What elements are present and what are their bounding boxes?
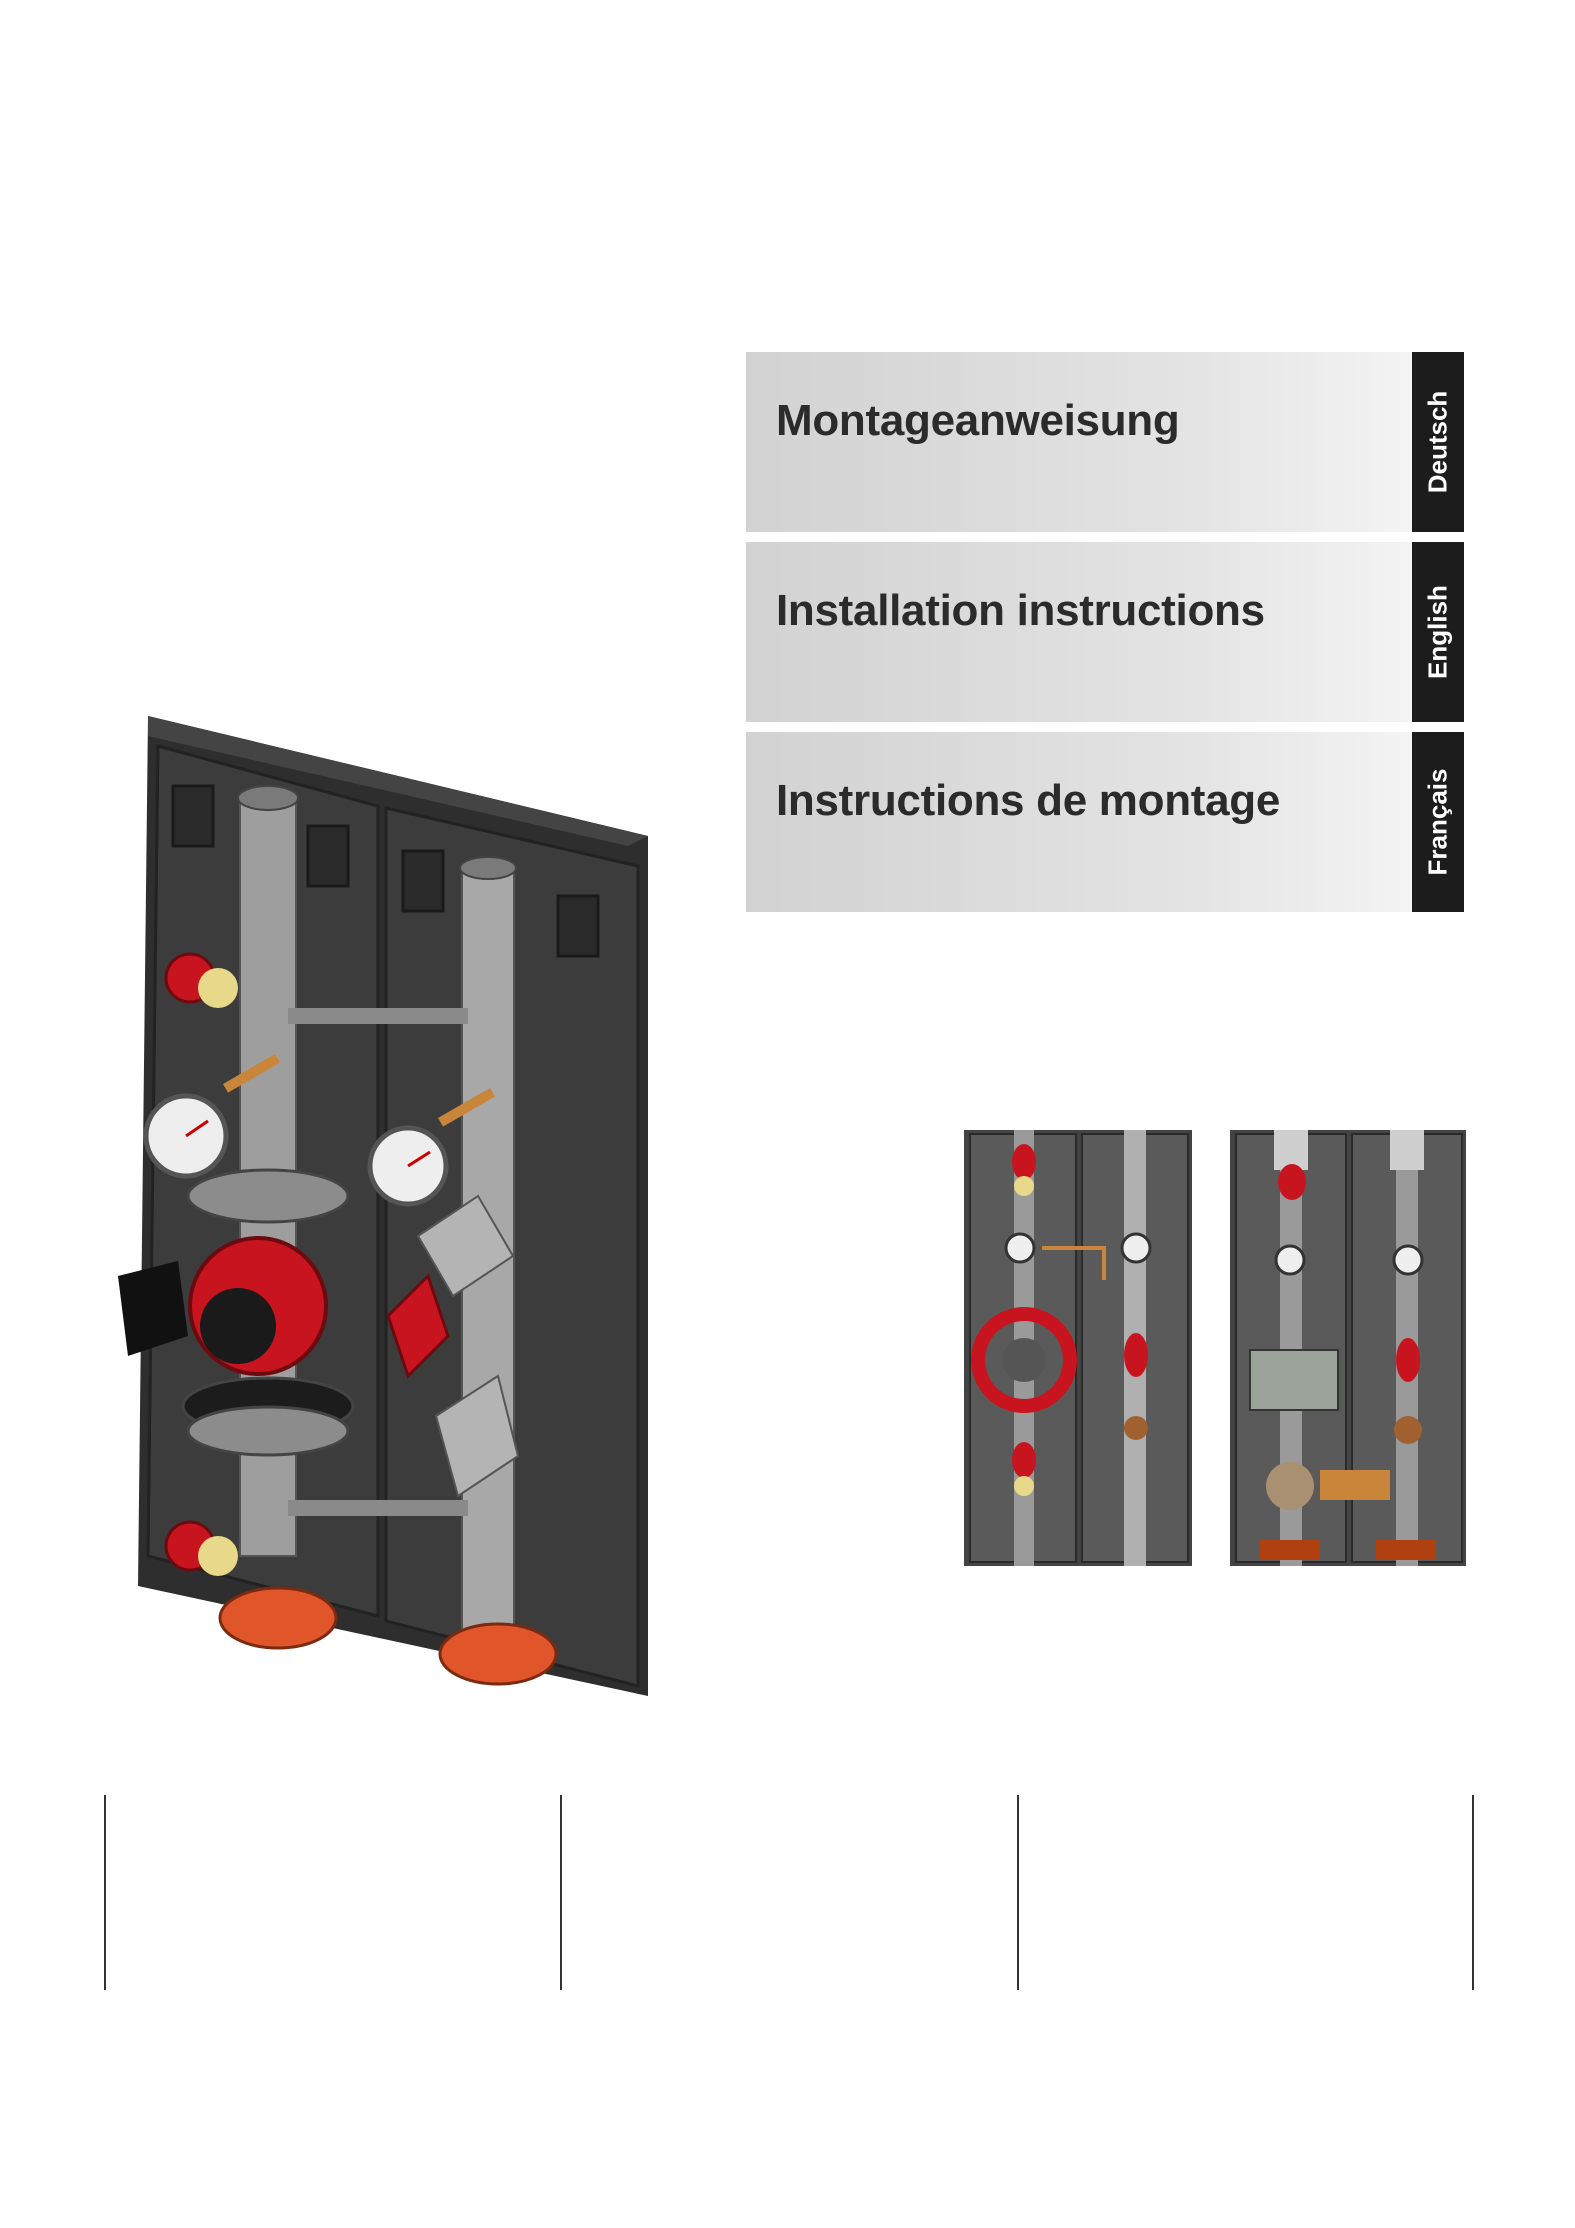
divider-line xyxy=(560,1795,562,1990)
tab-label: Français xyxy=(1423,769,1454,876)
language-row-francais[interactable]: Instructions de montage Français xyxy=(746,732,1464,912)
language-tab-deutsch[interactable]: Deutsch xyxy=(1412,352,1464,532)
tab-label: Deutsch xyxy=(1423,391,1454,494)
variant-1-thumbnail xyxy=(964,1130,1192,1566)
language-tab-english[interactable]: English xyxy=(1412,542,1464,722)
title-montageanweisung: Montageanweisung xyxy=(776,396,1179,446)
language-tab-francais[interactable]: Français xyxy=(1412,732,1464,912)
tab-label: English xyxy=(1423,585,1454,679)
pump-station-illustration xyxy=(118,716,658,1706)
title-installation-instructions: Installation instructions xyxy=(776,586,1265,636)
divider-line xyxy=(1472,1795,1474,1990)
title-instructions-de-montage: Instructions de montage xyxy=(776,776,1280,826)
variant-2-thumbnail xyxy=(1230,1130,1466,1566)
divider-line xyxy=(1017,1795,1019,1990)
divider-line xyxy=(104,1795,106,1990)
language-row-deutsch[interactable]: Montageanweisung Deutsch xyxy=(746,352,1464,532)
language-row-english[interactable]: Installation instructions English xyxy=(746,542,1464,722)
